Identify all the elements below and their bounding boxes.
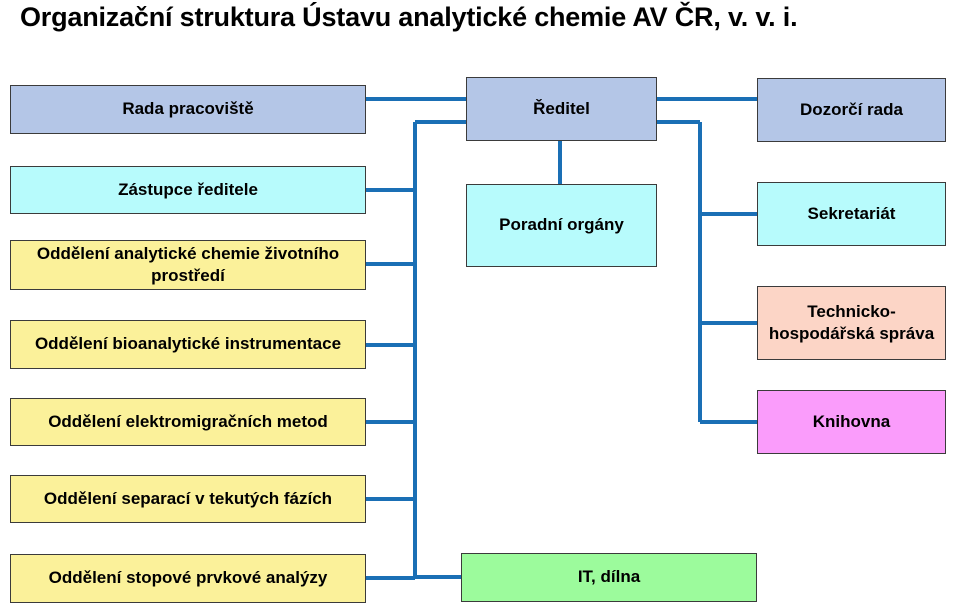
- box-oddeleni-stopove: Oddělení stopové prvkové analýzy: [10, 554, 366, 603]
- box-poradni-organy: Poradní orgány: [466, 184, 657, 267]
- box-oddeleni-separaci: Oddělení separací v tekutých fázích: [10, 475, 366, 523]
- page-title: Organizační struktura Ústavu analytické …: [20, 2, 798, 32]
- box-zastupce-reditele: Zástupce ředitele: [10, 166, 366, 214]
- box-rada-pracoviste: Rada pracoviště: [10, 85, 366, 134]
- box-reditel: Ředitel: [466, 77, 657, 141]
- box-sekretariat: Sekretariát: [757, 182, 946, 246]
- box-oddeleni-bioanalyticke: Oddělení bioanalytické instrumentace: [10, 320, 366, 369]
- box-dozorci-rada: Dozorčí rada: [757, 78, 946, 142]
- box-oddeleni-elektromigracnich: Oddělení elektromigračních metod: [10, 398, 366, 446]
- box-knihovna: Knihovna: [757, 390, 946, 454]
- box-it-dilna: IT, dílna: [461, 553, 757, 602]
- box-technicko-hospodarska-sprava: Technicko-hospodářská správa: [757, 286, 946, 360]
- box-oddeleni-zivotniho-prostredi: Oddělení analytické chemie životního pro…: [10, 240, 366, 290]
